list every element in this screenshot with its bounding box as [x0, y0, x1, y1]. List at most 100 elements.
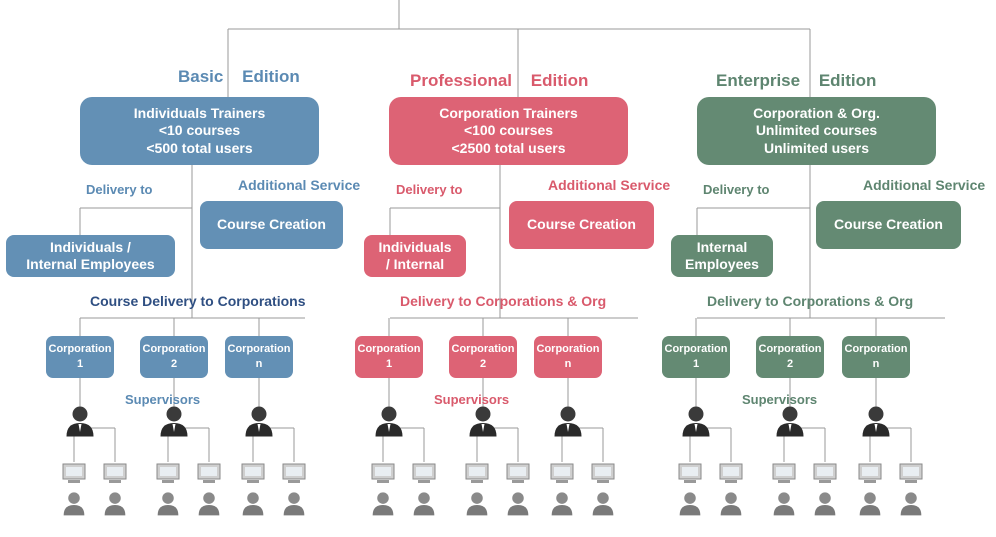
individuals-box: Internal Employees — [671, 235, 773, 277]
individuals-box: Individuals / Internal Employees — [6, 235, 175, 277]
corporation-number: 1 — [385, 358, 393, 370]
corporation-name: Corporation — [664, 343, 728, 356]
edition-box-line: <2500 total users — [451, 139, 566, 156]
corporation-number: 2 — [170, 358, 178, 370]
computer-monitor-icon — [156, 463, 180, 483]
individuals-line: Individuals — [378, 238, 452, 255]
supervisor-person-icon — [469, 406, 497, 437]
corporation-number: 1 — [692, 358, 700, 370]
delivery-to-label: Delivery to — [703, 182, 770, 197]
user-person-icon — [859, 492, 881, 516]
user-person-icon — [372, 492, 394, 516]
supervisor-person-icon — [375, 406, 403, 437]
course-creation-text: Course Creation — [834, 216, 943, 233]
corporation-number: 2 — [479, 358, 487, 370]
corporation-box: Corporation 2 — [449, 336, 517, 378]
delivery-to-label: Delivery to — [396, 182, 463, 197]
additional-service-label: Additional Service — [863, 177, 986, 193]
enterprise-edition-box: Corporation & Org. Unlimited courses Unl… — [697, 97, 936, 165]
enterprise-edition-title: Enterprise Edition — [716, 71, 876, 91]
user-person-icon — [773, 492, 795, 516]
additional-service-label: Additional Service — [238, 177, 361, 193]
computer-monitor-icon — [197, 463, 221, 483]
course-creation-text: Course Creation — [527, 216, 636, 233]
computer-monitor-icon — [899, 463, 923, 483]
user-person-icon — [242, 492, 264, 516]
computer-monitor-icon — [62, 463, 86, 483]
corporate-delivery-label: Delivery to Corporations & Org — [707, 293, 914, 309]
user-person-icon — [507, 492, 529, 516]
user-person-icon — [157, 492, 179, 516]
corporation-name: Corporation — [844, 343, 908, 356]
user-person-icon — [466, 492, 488, 516]
computer-monitor-icon — [465, 463, 489, 483]
user-person-icon — [679, 492, 701, 516]
individuals-line: Internal — [696, 238, 748, 255]
computer-monitor-icon — [371, 463, 395, 483]
edition-box-line: Unlimited courses — [755, 122, 878, 139]
individuals-line: Employees — [685, 256, 759, 272]
edition-name: Enterprise — [716, 71, 801, 90]
supervisor-person-icon — [554, 406, 582, 437]
user-person-icon — [900, 492, 922, 516]
supervisor-person-icon — [862, 406, 890, 437]
computer-monitor-icon — [858, 463, 882, 483]
corporate-delivery-label: Course Delivery to Corporations — [90, 293, 306, 309]
edition-box-line: Unlimited users — [763, 139, 870, 156]
edition-suffix: Edition — [242, 67, 300, 86]
supervisor-person-icon — [66, 406, 94, 437]
corporation-box: Corporation n — [842, 336, 910, 378]
corporation-number: 2 — [786, 358, 794, 370]
professional-edition-title: Professional Edition — [410, 71, 588, 91]
individuals-line: Individuals / — [50, 238, 131, 255]
user-person-icon — [413, 492, 435, 516]
corporation-name: Corporation — [536, 343, 600, 356]
computer-monitor-icon — [772, 463, 796, 483]
corporation-box: Corporation 2 — [756, 336, 824, 378]
individuals-line: / Internal — [385, 256, 445, 272]
supervisors-label: Supervisors — [742, 392, 818, 407]
edition-name: Basic — [178, 67, 224, 86]
corporation-name: Corporation — [142, 343, 206, 356]
corporation-box: Corporation 1 — [46, 336, 114, 378]
corporation-box: Corporation 2 — [140, 336, 208, 378]
supervisor-person-icon — [160, 406, 188, 437]
edition-box-line: Corporation Trainers — [439, 104, 578, 121]
additional-service-label: Additional Service — [548, 177, 671, 193]
edition-box-line: <10 courses — [158, 122, 241, 139]
individuals-line: Internal Employees — [26, 256, 155, 272]
delivery-to-label: Delivery to — [86, 182, 153, 197]
user-person-icon — [814, 492, 836, 516]
corporation-name: Corporation — [227, 343, 291, 356]
computer-monitor-icon — [719, 463, 743, 483]
user-person-icon — [63, 492, 85, 516]
corporation-box: Corporation n — [534, 336, 602, 378]
computer-monitor-icon — [813, 463, 837, 483]
course-creation-box: Course Creation — [200, 201, 343, 249]
edition-suffix: Edition — [530, 71, 589, 90]
computer-monitor-icon — [412, 463, 436, 483]
corporation-name: Corporation — [48, 343, 112, 356]
user-person-icon — [720, 492, 742, 516]
corporation-number: 1 — [76, 358, 84, 370]
user-person-icon — [283, 492, 305, 516]
professional-edition-box: Corporation Trainers <100 courses <2500 … — [389, 97, 628, 165]
edition-box-line: <100 courses — [463, 122, 554, 139]
course-creation-text: Course Creation — [217, 216, 326, 233]
user-person-icon — [551, 492, 573, 516]
corporation-number: n — [872, 358, 880, 370]
corporation-name: Corporation — [451, 343, 515, 356]
corporation-box: Corporation n — [225, 336, 293, 378]
edition-box-line: <500 total users — [146, 139, 253, 156]
course-creation-box: Course Creation — [509, 201, 654, 249]
basic-edition-title: Basic Edition — [178, 67, 300, 87]
user-person-icon — [198, 492, 220, 516]
corporation-box: Corporation 1 — [662, 336, 730, 378]
supervisor-person-icon — [776, 406, 804, 437]
computer-monitor-icon — [550, 463, 574, 483]
corporate-delivery-label: Delivery to Corporations & Org — [400, 293, 607, 309]
corporation-box: Corporation 1 — [355, 336, 423, 378]
user-person-icon — [104, 492, 126, 516]
basic-edition-box: Individuals Trainers <10 courses <500 to… — [80, 97, 319, 165]
